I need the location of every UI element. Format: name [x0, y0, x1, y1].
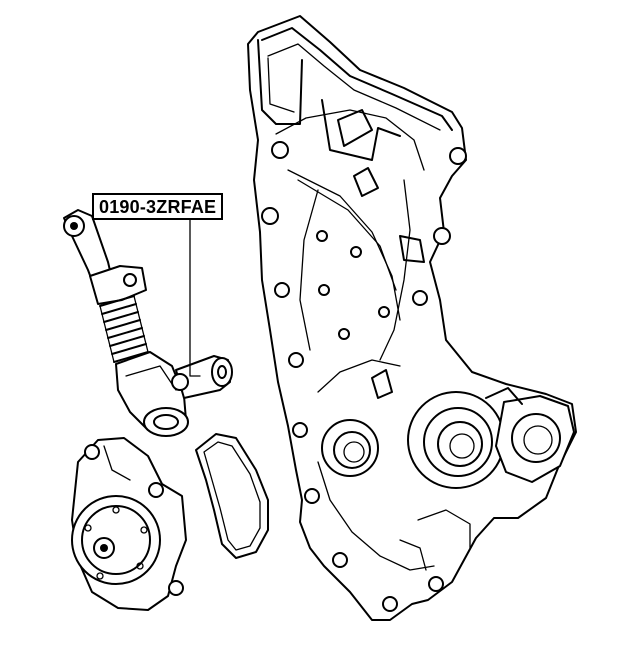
water-pump: [71, 437, 187, 611]
belt-tensioner: [63, 209, 233, 437]
water-pump-gasket: [195, 433, 269, 559]
part-number-label: 0190-3ZRFAE: [92, 193, 224, 220]
label-leader-line: [189, 217, 201, 377]
timing-chain-cover: [247, 15, 577, 621]
